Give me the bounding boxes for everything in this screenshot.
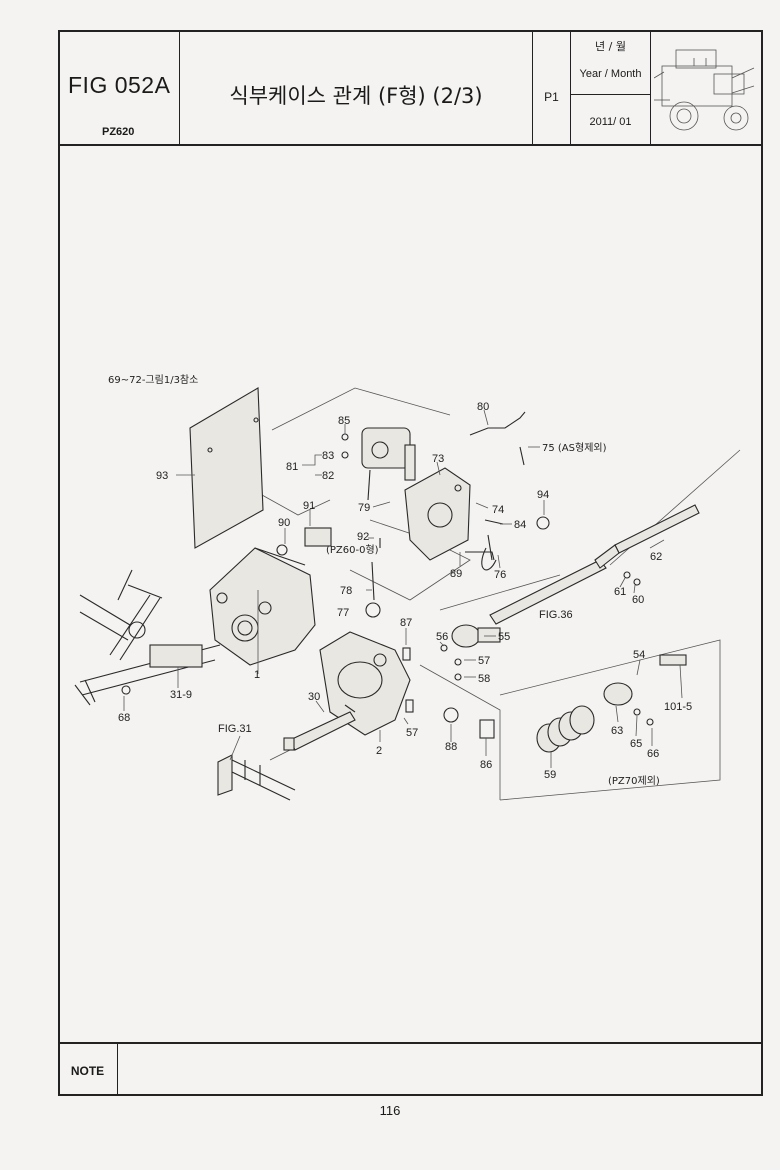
year-month-label-en: Year / Month [579,68,642,80]
label-91: 91 [303,500,315,512]
label-55: 55 [498,631,510,643]
header: FIG 052A PZ620 식부케이스 관계 (F형) (2/3) P1 년 … [58,30,763,145]
year-month-label-ko: 년 / 월 [595,40,626,53]
label-2: 2 [376,745,382,757]
label-62: 62 [650,551,662,563]
label-57a: 57 [478,655,490,667]
label-74: 74 [492,504,504,516]
label-82: 82 [322,470,334,482]
label-57b: 57 [406,727,418,739]
label-76: 76 [494,569,506,581]
label-31-9: 31-9 [170,689,192,701]
label-66: 66 [647,748,659,760]
pz70-note-label: (PZ70제외) [608,775,660,787]
label-65: 65 [630,738,642,750]
label-68: 68 [118,712,130,724]
fork-bracket-part [404,467,471,561]
label-93: 93 [156,470,168,482]
note-label: NOTE [70,1064,105,1078]
fig31-label: FIG.31 [218,723,252,735]
label-87: 87 [400,617,412,629]
label-94: 94 [537,489,549,501]
label-86: 86 [480,759,492,771]
label-85: 85 [338,415,350,427]
label-60: 60 [632,594,644,606]
page-code-cell: P1 [533,30,571,145]
gear-case-body-part [209,547,316,666]
label-58a: 58 [478,673,490,685]
fig36-label: FIG.36 [539,609,573,621]
label-54: 54 [633,649,645,661]
label-78: 78 [340,585,352,597]
note-row: NOTE [58,1042,763,1096]
label-84: 84 [514,519,526,531]
title-cell: 식부케이스 관계 (F형) (2/3) [180,30,533,145]
label-63: 63 [611,725,623,737]
machine-thumbnail-icon [654,49,755,131]
issue-date: 2011/ 01 [589,116,632,128]
fig-code: FIG 052A [68,72,171,98]
year-month-cell: 년 / 월 Year / Month 2011/ 01 [571,30,651,145]
label-83: 83 [322,450,334,462]
spring-part [536,654,687,753]
label-30: 30 [308,691,320,703]
label-89: 89 [450,568,462,580]
page-frame [58,30,763,1096]
joint-shaft-part [283,624,501,751]
label-59: 59 [544,769,556,781]
label-88: 88 [445,741,457,753]
label-61: 61 [614,586,626,598]
small-fasteners-part [121,411,654,739]
model-name: PZ620 [102,126,135,138]
header-divider [58,144,763,146]
label-79: 79 [358,502,370,514]
leader-lines [123,409,683,768]
label-92: 92 [357,531,369,543]
frame-arm-part [74,569,221,706]
label-77: 77 [337,607,349,619]
label-75: 75 (AS형제외) [542,442,607,454]
base-bracket-part [217,754,296,801]
ref-69-72-label: 69~72-그림1/3참소 [108,374,198,386]
label-101-5: 101-5 [664,701,692,713]
lever-assembly-part [361,427,416,501]
label-80: 80 [477,401,489,413]
note-box: NOTE [58,1044,118,1096]
label-1: 1 [254,669,260,681]
label-73: 73 [432,453,444,465]
label-92-note: (PZ60-0형) [326,544,379,556]
year-month-divider [571,94,650,95]
label-90: 90 [278,517,290,529]
part-number-labels: 69~72-그림1/3참소 93 85 83 82 81 80 75 (AS형제… [108,374,692,787]
page-code: P1 [544,90,559,104]
page-number: 116 [379,1103,401,1118]
main-shaft-part [489,504,700,625]
cover-plate-part [189,387,264,549]
page-title: 식부케이스 관계 (F형) (2/3) [229,84,483,108]
fig-code-cell: FIG 052A PZ620 [58,30,180,145]
label-56: 56 [436,631,448,643]
label-81: 81 [286,461,298,473]
lower-case-part [319,631,411,736]
